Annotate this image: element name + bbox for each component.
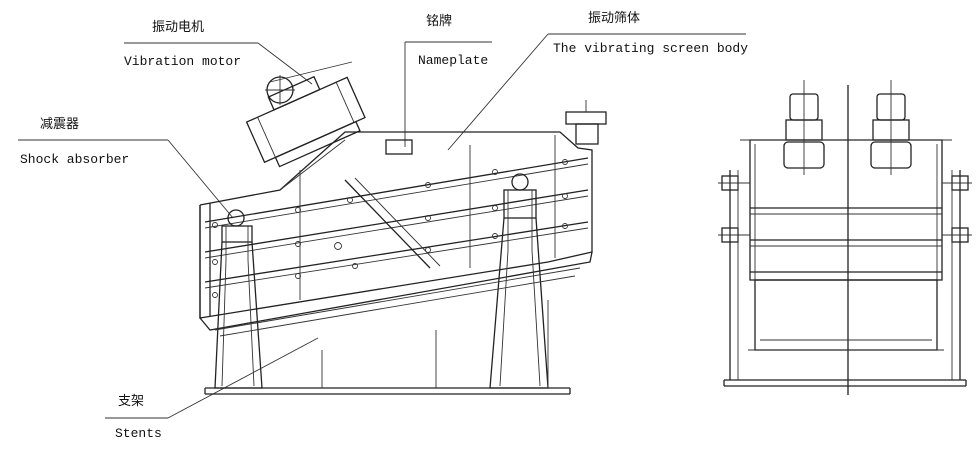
shock-seat [503,189,537,219]
screen-body-line [279,139,346,191]
bolt [212,222,218,228]
bolt [492,205,498,211]
screen-bolts [212,159,568,298]
motor-label-en: Vibration motor [124,54,241,69]
label-shock-absorber: 减震器 Shock absorber [18,117,234,219]
shock-label-cn: 减震器 [40,117,79,132]
screen-body-outline [199,131,593,319]
body-label-cn: 振动筛体 [588,11,640,26]
shock-label-en: Shock absorber [20,152,129,167]
motor-leader-line [257,42,313,85]
bolt [492,233,498,239]
bolt [347,197,353,203]
bolt [352,263,358,269]
screen-bottom-cover [199,251,593,331]
bolt [295,273,301,279]
screen-deck-line [204,221,589,283]
shock-spring [511,173,529,191]
motor-base [274,120,361,168]
stent-inner [499,249,509,387]
front-lower-hopper [754,279,938,351]
front-view [718,80,972,395]
label-screen-body: 振动筛体 The vibrating screen body [447,11,748,151]
side-view [199,61,607,395]
stents-leader-line [167,337,319,419]
bolt [334,242,342,250]
stent-inner [221,259,227,387]
front-shock-right [942,170,972,380]
front-motor-right [870,80,912,175]
nameplate [385,139,413,155]
body-leader-line [447,33,549,151]
shock-absorber-right [503,173,537,250]
stent-right [489,217,549,389]
bolt [492,169,498,175]
front-screen-box [749,139,943,281]
bolt [425,247,431,253]
bolt [295,241,301,247]
stent-inner [531,249,541,387]
motor-label-cn: 振动电机 [152,20,204,35]
screen-deck-line [204,227,589,289]
shock-seat [221,225,253,243]
bolt [212,292,218,298]
body-label-en: The vibrating screen body [553,41,748,56]
label-nameplate: 铭牌 Nameplate [404,13,492,147]
screen-brace [344,179,431,269]
label-vibration-motor: 振动电机 Vibration motor [124,20,313,85]
front-shock-left [718,170,750,380]
front-motor-left [783,80,825,175]
bolt [425,182,431,188]
outlet-flange [565,111,607,125]
stent-inner [247,259,255,387]
bolt [562,159,568,165]
stents-label-en: Stents [115,426,162,441]
bolt [562,223,568,229]
nameplate-label-cn: 铭牌 [426,13,452,29]
nameplate-label-en: Nameplate [418,53,488,68]
stents-label-cn: 支架 [118,394,144,409]
stents [204,217,581,395]
motor-rib [257,117,276,158]
bolt [212,259,218,265]
bolt [425,215,431,221]
lower-hopper-line [214,267,581,331]
bolt [295,207,301,213]
vibration-motor [245,75,366,168]
motor-rib [335,82,355,123]
motor-axis-line [269,61,353,83]
outlet-spout [575,123,599,145]
motor-housing [245,76,366,164]
bolt [562,193,568,199]
screen-body [199,100,607,331]
screen-deck-line [204,195,589,259]
shock-leader-line [167,139,234,219]
label-stents: 支架 Stents [105,337,319,441]
lower-hopper-line [219,275,576,337]
shock-absorber-left [221,209,253,260]
screen-deck-line [204,157,589,223]
motor-cap [267,75,321,111]
